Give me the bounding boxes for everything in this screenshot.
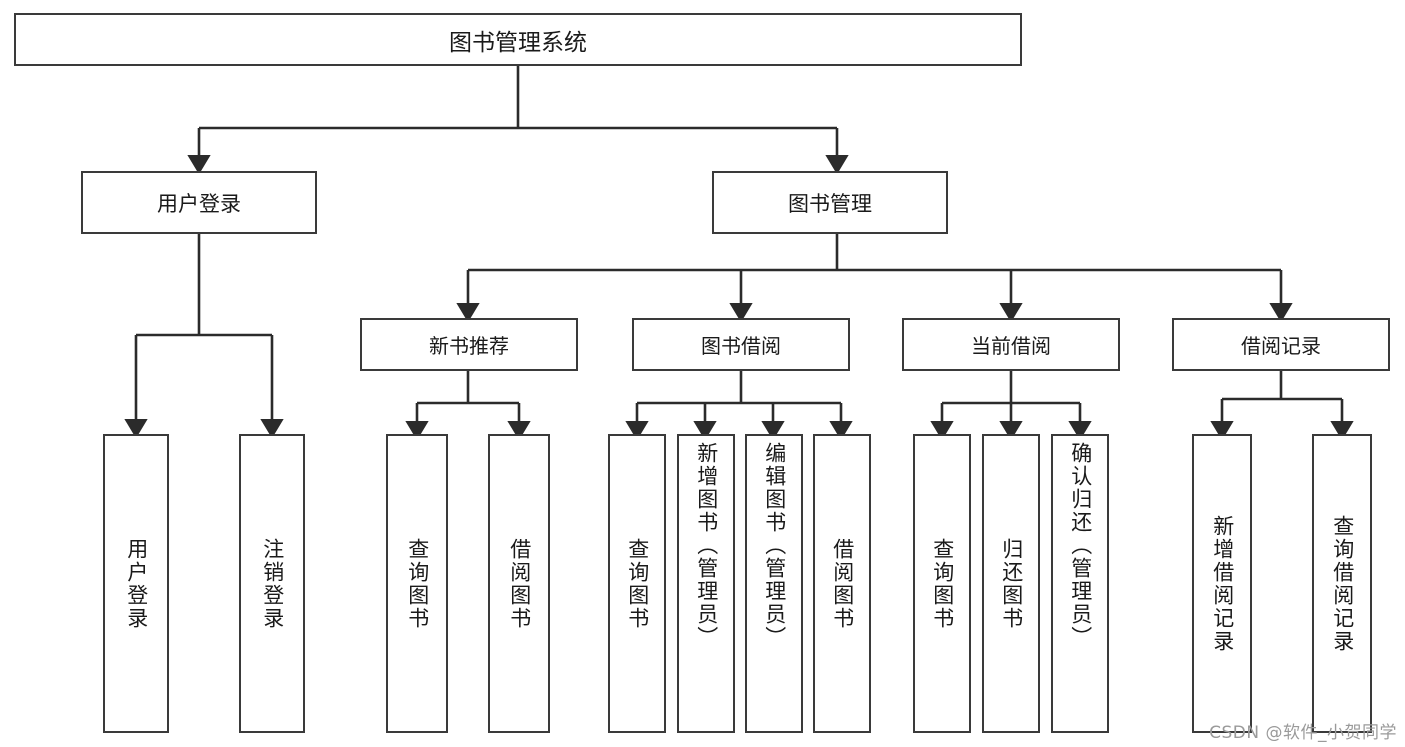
node-leaf-query-book-2-label: 查询图书 [625,537,650,630]
node-book-manage-label: 图书管理 [788,191,872,216]
node-leaf-user-login[interactable]: 用户登录 [103,434,169,733]
node-leaf-query-record-label: 查询借阅记录 [1330,514,1355,653]
node-user-login-label: 用户登录 [157,191,241,216]
node-current-borrow-label: 当前借阅 [971,334,1051,358]
node-leaf-query-book-1-label: 查询图书 [405,537,430,630]
node-root-system[interactable]: 图书管理系统 [14,13,1022,66]
node-leaf-borrow-book-2[interactable]: 借阅图书 [813,434,871,733]
node-root-system-label: 图书管理系统 [449,29,587,56]
node-current-borrow[interactable]: 当前借阅 [902,318,1120,371]
node-book-borrow[interactable]: 图书借阅 [632,318,850,371]
node-leaf-return-book-label: 归还图书 [999,537,1024,630]
node-leaf-add-record-label: 新增借阅记录 [1210,514,1235,653]
node-leaf-query-book-3[interactable]: 查询图书 [913,434,971,733]
node-leaf-logout-login[interactable]: 注销登录 [239,434,305,733]
node-leaf-edit-book[interactable]: 编辑图书（管理员） [745,434,803,733]
node-leaf-query-record[interactable]: 查询借阅记录 [1312,434,1372,733]
node-new-book-recommend[interactable]: 新书推荐 [360,318,578,371]
node-leaf-borrow-book-1[interactable]: 借阅图书 [488,434,550,733]
node-leaf-add-record[interactable]: 新增借阅记录 [1192,434,1252,733]
node-leaf-borrow-book-2-label: 借阅图书 [830,537,855,630]
node-leaf-add-book[interactable]: 新增图书（管理员） [677,434,735,733]
node-leaf-confirm-return-label: 确认归还（管理员） [1068,442,1093,649]
node-leaf-user-login-label: 用户登录 [124,537,149,630]
node-leaf-query-book-2[interactable]: 查询图书 [608,434,666,733]
node-leaf-logout-login-label: 注销登录 [260,537,285,630]
node-leaf-query-book-1[interactable]: 查询图书 [386,434,448,733]
node-user-login[interactable]: 用户登录 [81,171,317,234]
node-leaf-edit-book-label: 编辑图书（管理员） [762,442,787,649]
node-leaf-confirm-return[interactable]: 确认归还（管理员） [1051,434,1109,733]
node-book-borrow-label: 图书借阅 [701,334,781,358]
node-book-manage[interactable]: 图书管理 [712,171,948,234]
node-borrow-record[interactable]: 借阅记录 [1172,318,1390,371]
node-borrow-record-label: 借阅记录 [1241,334,1321,358]
node-leaf-add-book-label: 新增图书（管理员） [694,442,719,649]
node-leaf-query-book-3-label: 查询图书 [930,537,955,630]
node-leaf-borrow-book-1-label: 借阅图书 [507,537,532,630]
csdn-watermark: CSDN @软件_小贺同学 [1209,723,1397,743]
node-new-book-recommend-label: 新书推荐 [429,334,509,358]
node-leaf-return-book[interactable]: 归还图书 [982,434,1040,733]
